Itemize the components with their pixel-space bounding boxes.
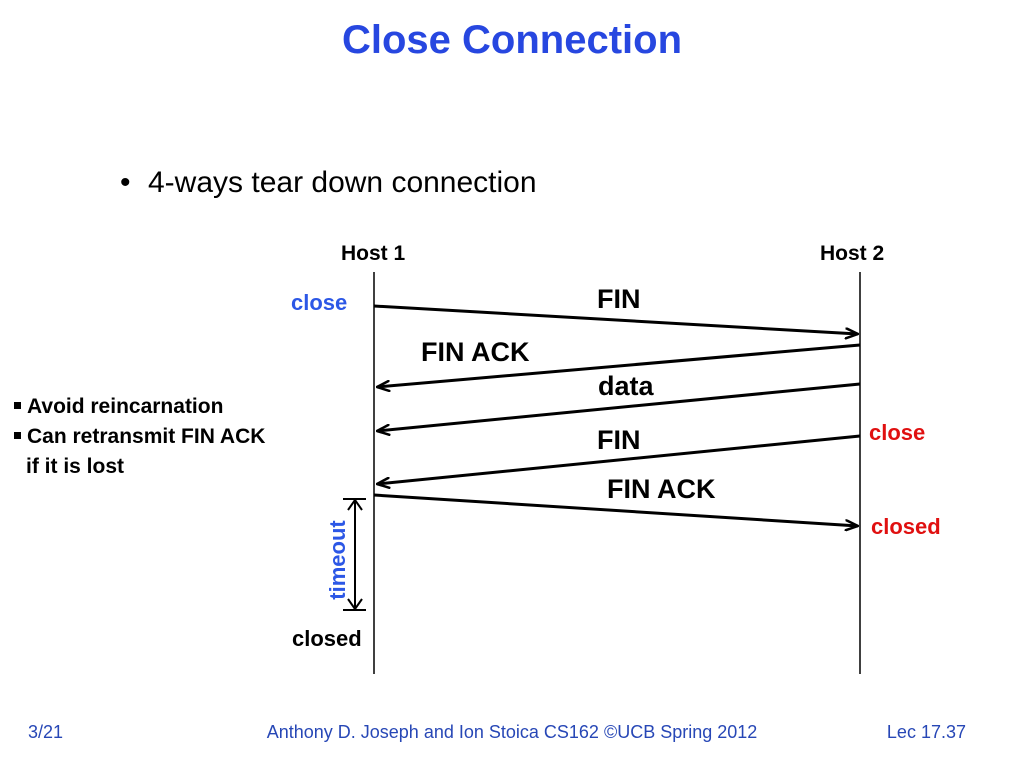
- timeout-label: timeout: [325, 520, 350, 600]
- host2-closed-label: closed: [871, 514, 941, 539]
- host2-close-label: close: [869, 420, 926, 445]
- note-item-2-continued: if it is lost: [12, 452, 265, 482]
- fin-arrow-1: [373, 304, 858, 334]
- footer-credit: Anthony D. Joseph and Ion Stoica CS162 ©…: [266, 722, 758, 742]
- fin-ack-label-1: FIN ACK: [421, 337, 530, 367]
- note-text-3: if it is lost: [26, 455, 125, 478]
- note-text-1: Avoid reincarnation: [27, 395, 224, 418]
- host1-closed-label: closed: [292, 626, 362, 651]
- note-text-2: Can retransmit FIN ACK: [27, 425, 266, 448]
- timeout-arrow-down: [347, 598, 363, 611]
- host2-label: Host 2: [820, 242, 885, 265]
- bullet-marker: •: [120, 166, 131, 199]
- bullet-item: • 4-ways tear down connection: [120, 166, 537, 200]
- fin-ack-arrow-2: [373, 493, 858, 526]
- data-arrow: [377, 382, 861, 431]
- fin-ack-arrow-1: [377, 343, 861, 387]
- footer-page-number: 3/21: [28, 722, 64, 742]
- fin-ack-label-2: FIN ACK: [607, 474, 716, 504]
- fin-arrow-2: [377, 434, 861, 484]
- data-label: data: [598, 371, 654, 401]
- host1-label: Host 1: [341, 242, 406, 265]
- square-bullet-icon: [14, 431, 21, 439]
- footer-lecture: Lec 17.37: [886, 722, 966, 742]
- notes-list: Avoid reincarnation Can retransmit FIN A…: [12, 392, 265, 482]
- note-item-2: Can retransmit FIN ACK: [12, 422, 265, 452]
- bullet-text: 4-ways tear down connection: [148, 166, 537, 199]
- slide-title: Close Connection: [341, 18, 683, 62]
- square-bullet-icon: [14, 401, 21, 409]
- host1-close-label: close: [291, 290, 348, 315]
- timeout-arrow-up: [347, 498, 363, 511]
- fin-label-1: FIN: [597, 284, 641, 314]
- fin-label-2: FIN: [597, 425, 641, 455]
- note-item-1: Avoid reincarnation: [12, 392, 265, 422]
